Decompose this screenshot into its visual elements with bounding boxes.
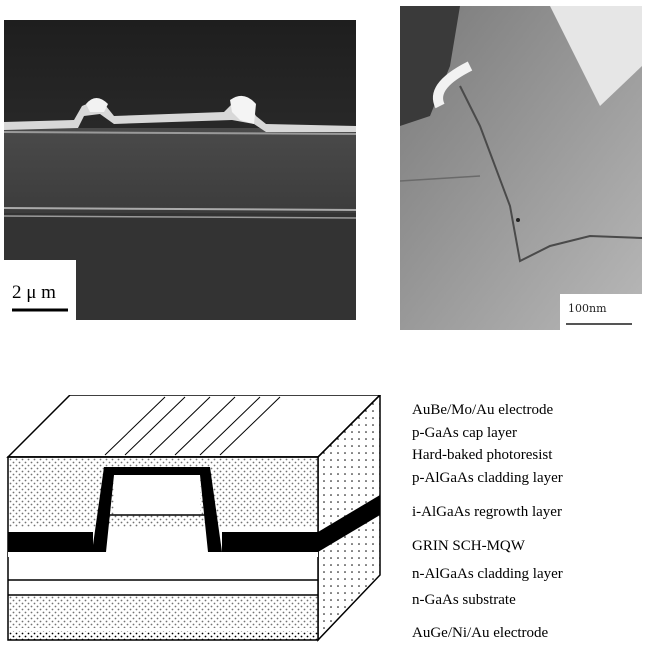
sem-scale-label: 2 μ m [12, 282, 56, 304]
layer-label-grin-sch-mqw: GRIN SCH-MQW [412, 538, 525, 555]
tem-image [400, 6, 642, 330]
layer-label-photoresist: Hard-baked photoresist [412, 447, 552, 464]
laser-structure-diagram [0, 395, 388, 660]
tem-scale-label: 100nm [568, 302, 607, 315]
layer-label-p-algaas-cladding: p-AlGaAs cladding layer [412, 470, 563, 487]
layer-label-n-algaas-cladding: n-AlGaAs cladding layer [412, 566, 563, 583]
layer-label-aube-electrode: AuBe/Mo/Au electrode [412, 402, 553, 419]
layer-label-p-gaas-cap: p-GaAs cap layer [412, 425, 517, 442]
layer-label-auge-electrode: AuGe/Ni/Au electrode [412, 625, 548, 642]
layer-stack-drawing [0, 395, 388, 660]
sem-image [4, 20, 356, 320]
sem-micrograph: 2 μ m [4, 20, 356, 320]
layer-label-i-algaas-regrowth: i-AlGaAs regrowth layer [412, 504, 562, 521]
layer-label-n-gaas-substrate: n-GaAs substrate [412, 592, 516, 609]
tem-micrograph: 100nm [400, 6, 642, 330]
